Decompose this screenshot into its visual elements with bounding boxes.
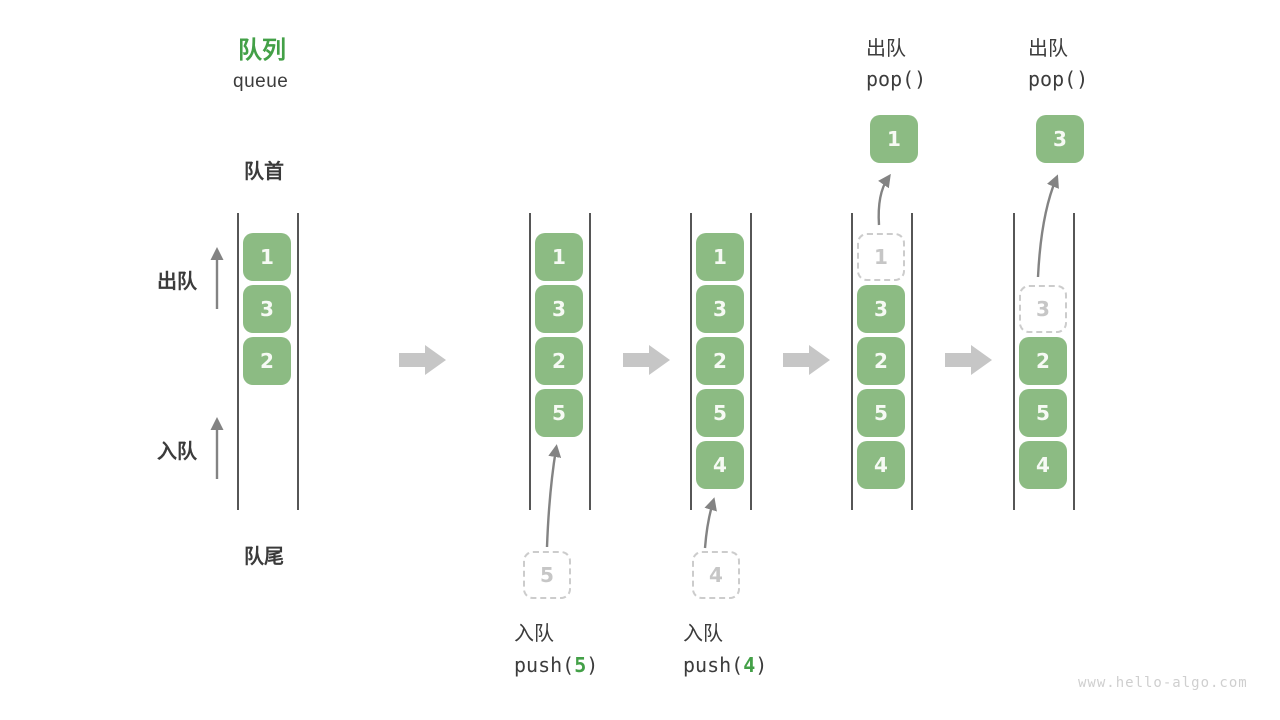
queue-wall <box>690 213 692 510</box>
pop-3-arrow <box>1036 174 1059 278</box>
label-enqueue-side: 入队 <box>157 441 197 463</box>
queue-item: 3 <box>243 285 291 333</box>
code-arg: 4 <box>743 653 756 677</box>
popped-slot-ghost: 1 <box>857 233 905 281</box>
queue-item: 2 <box>1019 337 1067 385</box>
label-queue-rear: 队尾 <box>244 546 284 568</box>
queue-item: 3 <box>696 285 744 333</box>
queue-item: 1 <box>243 233 291 281</box>
diagram-title-zh: 队列 <box>238 37 286 64</box>
queue-wall <box>237 213 239 510</box>
push-5-arrow <box>545 444 562 548</box>
queue-item: 5 <box>535 389 583 437</box>
op-label-enqueue: 入队 <box>683 623 723 645</box>
code-close: ) <box>586 653 599 677</box>
queue-wall <box>851 213 853 510</box>
op-label-dequeue: 出队 <box>866 38 906 60</box>
code-arg: 5 <box>574 653 587 677</box>
op-code-pop: pop() <box>1028 67 1088 91</box>
code-fn: pop() <box>866 67 927 91</box>
queue-item: 2 <box>535 337 583 385</box>
queue-wall <box>911 213 913 510</box>
queue-item: 1 <box>535 233 583 281</box>
code-fn: push( <box>514 653 575 677</box>
op-code-push-5: push(5) <box>514 653 598 677</box>
code-fn: pop() <box>1028 67 1089 91</box>
queue-wall <box>529 213 531 510</box>
queue-item: 2 <box>243 337 291 385</box>
step-arrow-4-icon <box>945 345 992 375</box>
queue-item: 4 <box>1019 441 1067 489</box>
op-label-enqueue: 入队 <box>514 623 554 645</box>
popped-slot-ghost: 3 <box>1019 285 1067 333</box>
step-arrow-2-icon <box>623 345 670 375</box>
label-dequeue-side: 出队 <box>157 271 197 293</box>
op-code-pop: pop() <box>866 67 926 91</box>
queue-wall <box>589 213 591 510</box>
queue-wall <box>297 213 299 510</box>
code-fn: push( <box>683 653 744 677</box>
queue-wall <box>1073 213 1075 510</box>
queue-item: 5 <box>696 389 744 437</box>
queue-item: 2 <box>857 337 905 385</box>
popped-item: 3 <box>1036 115 1084 163</box>
queue-item: 3 <box>535 285 583 333</box>
queue-item: 3 <box>857 285 905 333</box>
queue-wall <box>750 213 752 510</box>
popped-item: 1 <box>870 115 918 163</box>
queue-wall <box>1013 213 1015 510</box>
step-arrow-1-icon <box>399 345 446 375</box>
op-code-push-4: push(4) <box>683 653 767 677</box>
op-label-dequeue: 出队 <box>1028 38 1068 60</box>
step-arrow-3-icon <box>783 345 830 375</box>
queue-item: 2 <box>696 337 744 385</box>
queue-item: 4 <box>857 441 905 489</box>
pending-item: 4 <box>692 551 740 599</box>
queue-item: 4 <box>696 441 744 489</box>
code-close: ) <box>755 653 768 677</box>
queue-item: 5 <box>857 389 905 437</box>
queue-item: 5 <box>1019 389 1067 437</box>
watermark: www.hello-algo.com <box>1078 675 1248 691</box>
queue-item: 1 <box>696 233 744 281</box>
pop-1-arrow <box>877 173 891 226</box>
label-queue-front: 队首 <box>244 161 284 183</box>
pending-item: 5 <box>523 551 571 599</box>
diagram-title-en: queue <box>233 71 289 92</box>
push-4-arrow <box>703 497 717 549</box>
